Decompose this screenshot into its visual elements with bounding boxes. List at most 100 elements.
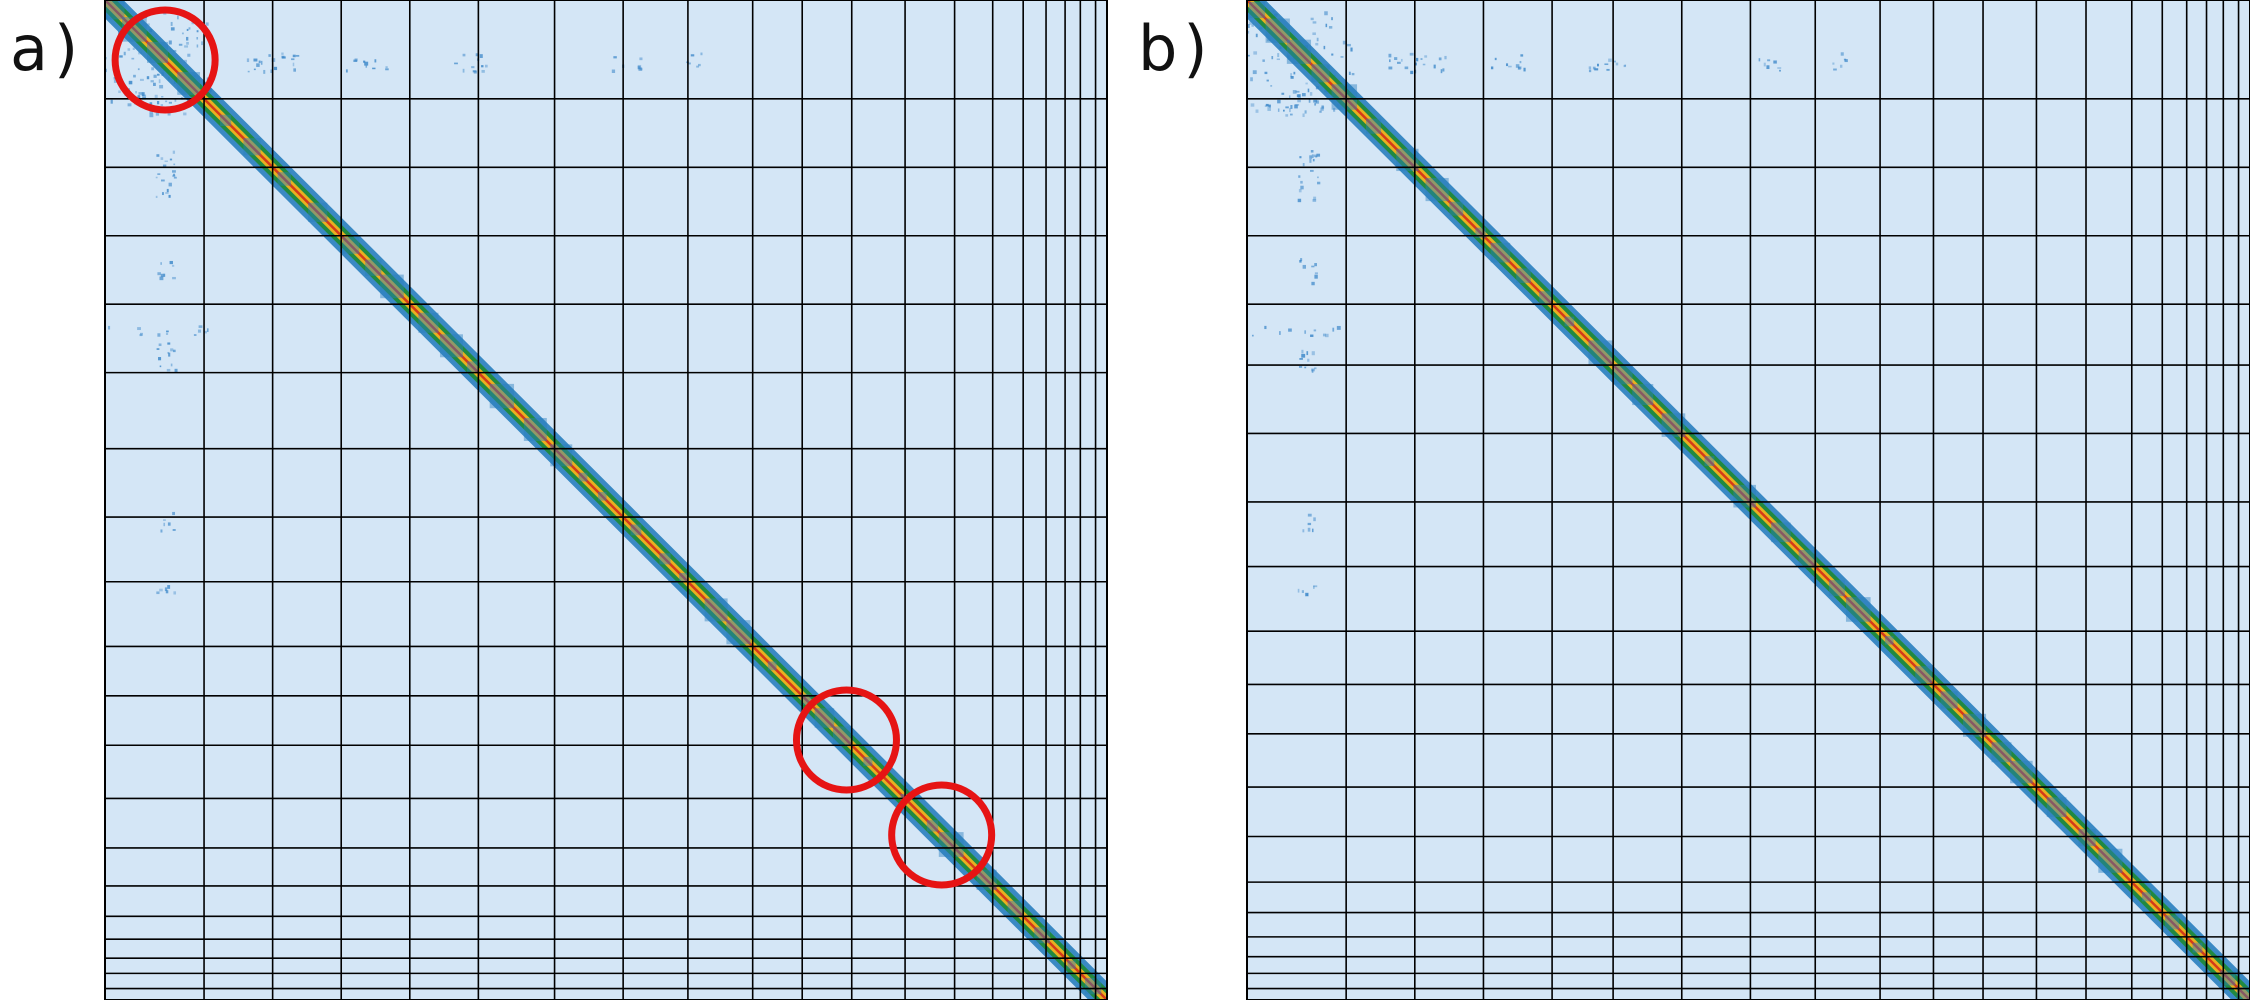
contact-dot — [365, 65, 368, 68]
contact-dot — [159, 588, 163, 592]
contact-dot — [1302, 264, 1307, 269]
diagonal-block — [938, 832, 964, 857]
contact-dot — [137, 68, 140, 71]
contact-dot — [1494, 57, 1497, 61]
contact-dot — [1350, 47, 1353, 52]
diagonal-block — [1034, 927, 1051, 944]
diagonal-block — [1991, 742, 2012, 763]
contact-dot — [1315, 100, 1320, 104]
contact-dot — [170, 348, 174, 352]
contact-dot — [1321, 105, 1324, 108]
contact-dot — [253, 58, 258, 62]
contact-dot — [260, 60, 263, 65]
contact-dot — [354, 58, 358, 62]
contact-dot — [1264, 105, 1268, 107]
contact-dot — [1298, 366, 1303, 368]
contact-dot — [1302, 163, 1305, 167]
diagonal-block — [800, 694, 812, 705]
diagonal-block — [243, 138, 261, 156]
contact-dot — [174, 368, 178, 373]
contact-dot — [166, 330, 169, 333]
panel-b — [1242, 0, 2250, 1000]
contact-dot — [1311, 281, 1315, 286]
contact-dot — [1267, 107, 1271, 111]
contact-dot — [1270, 84, 1273, 87]
contact-dot — [1313, 585, 1315, 589]
contact-dot — [270, 69, 273, 73]
contact-dot — [1323, 45, 1326, 50]
contact-dot — [127, 103, 132, 107]
contact-dot — [1608, 58, 1612, 62]
contact-dot — [206, 328, 209, 332]
contact-dot — [1242, 331, 1244, 335]
contact-dot — [256, 63, 260, 67]
diagonal-block — [1286, 39, 1312, 64]
panel-a-map — [105, 0, 1107, 1000]
contact-dot — [196, 37, 199, 40]
contact-dot — [163, 273, 166, 277]
contact-dot — [135, 91, 137, 94]
contact-dot — [1420, 58, 1423, 60]
contact-dot — [165, 100, 168, 103]
contact-dot — [611, 69, 616, 74]
contact-dot — [1592, 66, 1596, 70]
diagonal-block — [863, 756, 873, 766]
contact-dot — [1515, 64, 1520, 68]
contact-dot — [1301, 590, 1304, 593]
contact-dot — [156, 348, 160, 350]
contact-dot — [1763, 62, 1766, 67]
contact-dot — [1299, 358, 1303, 360]
diagonal-block — [219, 114, 232, 126]
diagonal-block — [704, 598, 728, 622]
diagonal-block — [380, 274, 404, 299]
contact-dot — [156, 73, 160, 76]
diagonal-block — [1884, 636, 1894, 645]
contact-dot — [149, 113, 154, 118]
contact-dot — [169, 260, 173, 265]
contact-dot — [198, 325, 203, 328]
contact-dot — [166, 188, 169, 193]
diagonal-block — [2220, 970, 2236, 986]
contact-dot — [170, 363, 173, 367]
contact-dot — [123, 51, 126, 56]
contact-dot — [1840, 52, 1844, 56]
contact-dot — [150, 80, 154, 83]
contact-dot — [1277, 99, 1281, 104]
contact-dot — [1317, 181, 1321, 185]
contact-dot — [1351, 72, 1355, 76]
contact-dot — [481, 69, 485, 73]
contact-dot — [1247, 30, 1250, 34]
diagonal-block — [342, 237, 360, 254]
contact-dot — [1250, 103, 1255, 107]
contact-dot — [1333, 108, 1336, 112]
contact-dot — [1289, 113, 1293, 116]
contact-dot — [1255, 33, 1258, 38]
contact-dot — [1779, 69, 1781, 72]
contact-dot — [1394, 57, 1398, 61]
contact-dot — [118, 90, 121, 94]
diagonal-block — [1661, 413, 1686, 437]
diagonal-block — [550, 444, 573, 467]
diagonal-block — [1311, 64, 1330, 83]
contact-dot — [184, 45, 189, 48]
contact-dot — [1288, 328, 1292, 332]
contact-dot — [1312, 21, 1317, 24]
diagonal-block — [146, 41, 168, 63]
contact-dot — [142, 94, 147, 98]
contact-dot — [1313, 585, 1318, 588]
contact-dot — [173, 176, 177, 179]
diagonal-block — [976, 869, 997, 890]
diagonal-block — [489, 383, 515, 409]
contact-dot — [1606, 68, 1610, 71]
contact-dot — [141, 92, 145, 96]
contact-dot — [462, 53, 466, 57]
contact-dot — [1347, 43, 1351, 47]
contact-dot — [1311, 265, 1315, 268]
contact-dot — [1442, 68, 1445, 72]
contact-dot — [1422, 63, 1426, 66]
contact-dot — [1304, 366, 1307, 369]
contact-dot — [1301, 93, 1306, 97]
contact-dot — [1309, 159, 1312, 163]
chromosome-boundaries — [1247, 0, 2250, 1000]
